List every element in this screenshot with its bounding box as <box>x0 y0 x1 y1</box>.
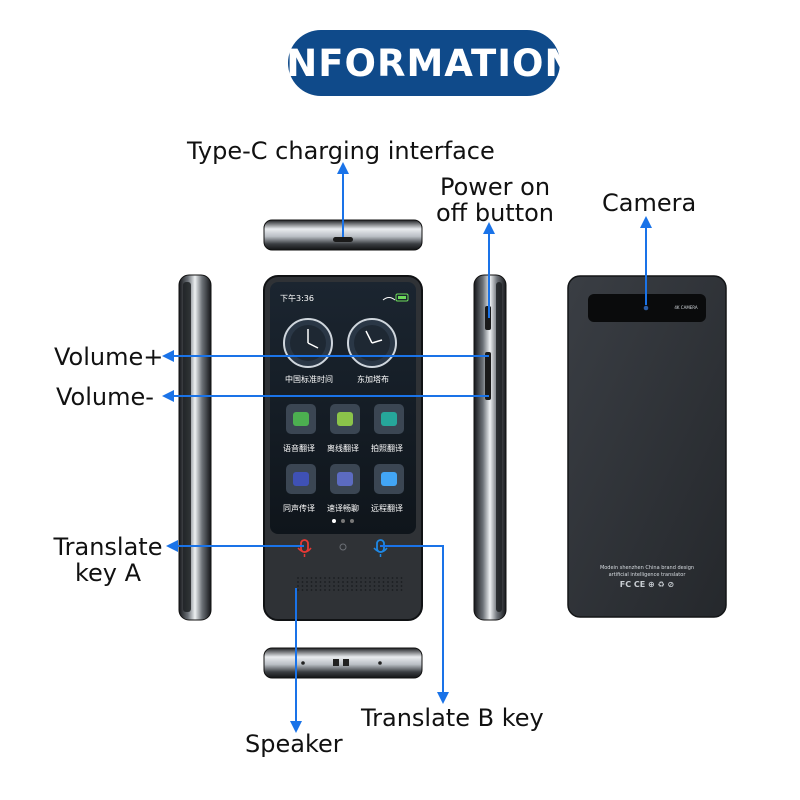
app-glyph <box>293 412 309 426</box>
translate-b-label: Translate B key <box>361 704 544 732</box>
volume-rocker-icon <box>485 352 491 400</box>
back-brand-line2: artificial intelligence translator <box>608 572 686 578</box>
speaker-label: Speaker <box>245 730 343 758</box>
clock-left-label: 中国标准时间 <box>285 375 333 384</box>
translate-a-line2: key A <box>74 559 142 587</box>
callout-lines <box>162 162 652 733</box>
power-button-label: Power on off button <box>430 174 560 226</box>
app-label-remote: 远程翻译 <box>371 504 403 513</box>
clock-right-label: 东加塔布 <box>357 375 389 384</box>
app-glyph <box>293 472 309 486</box>
page-title: INFORMATION <box>271 41 577 85</box>
camera-badge: 4K CAMERA <box>674 305 698 310</box>
translate-a-line1: Translate <box>53 533 163 561</box>
app-label-offline: 离线翻译 <box>327 444 359 453</box>
left-side-view <box>178 274 212 621</box>
clock-left <box>283 318 333 368</box>
app-label-photo: 拍照翻译 <box>371 444 403 453</box>
app-grid <box>286 404 404 494</box>
camera-lens-icon <box>643 305 649 311</box>
certification-marks: FC CE ⊕ ♻ ⊘ <box>619 580 675 589</box>
speaker-grille <box>297 577 403 591</box>
title-badge: INFORMATION <box>272 30 575 96</box>
app-glyph <box>381 472 397 486</box>
app-label-voice: 语音翻译 <box>283 444 315 453</box>
camera-label: Camera <box>602 189 697 217</box>
wifi-icon <box>382 297 396 301</box>
volume-down-label: Volume- <box>56 383 154 411</box>
back-brand-line1: Modein shenzhen China brand design <box>599 565 695 571</box>
app-glyph <box>337 412 353 426</box>
power-label-line2: off button <box>435 199 554 227</box>
app-label-simultaneous: 同声传译 <box>283 504 315 513</box>
app-label-chat: 速译畅聊 <box>327 504 359 513</box>
app-glyph <box>381 412 397 426</box>
right-side-view <box>473 274 507 621</box>
home-button[interactable] <box>339 543 347 551</box>
bottom-edge-view <box>263 647 423 679</box>
type-c-port-icon <box>333 237 353 242</box>
back-view <box>567 275 727 618</box>
translate-a-label: Translate key A <box>44 534 172 586</box>
clock-right <box>347 318 397 368</box>
app-glyph <box>337 472 353 486</box>
battery-icon <box>395 293 409 302</box>
volume-up-label: Volume+ <box>54 343 164 371</box>
status-time: 下午3:36 <box>280 294 314 303</box>
power-label-line1: Power on <box>439 173 551 201</box>
type-c-label: Type-C charging interface <box>187 137 495 165</box>
